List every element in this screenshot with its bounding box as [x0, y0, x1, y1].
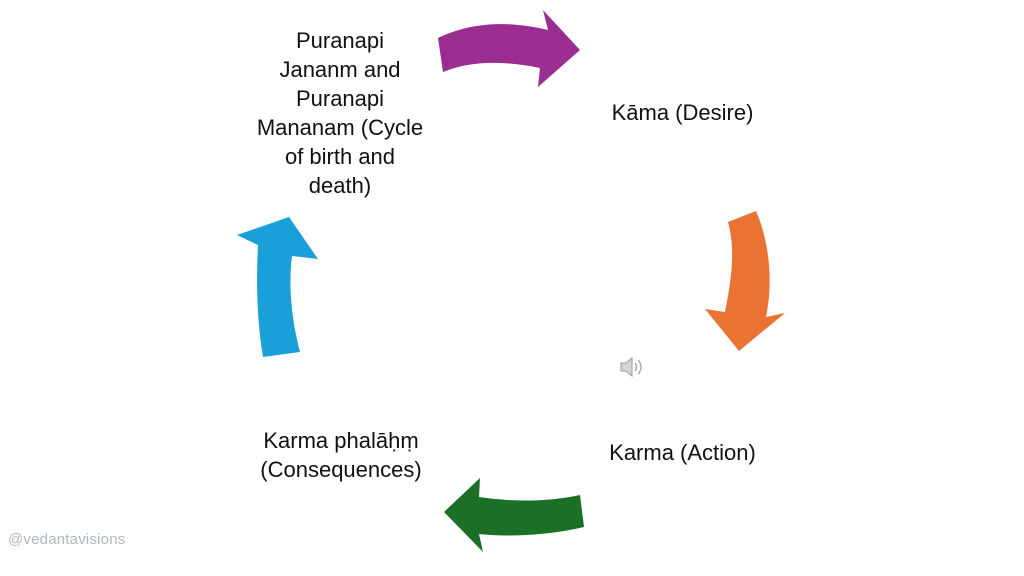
arrow-to-birth-death-cycle — [237, 217, 318, 357]
node-birth-death-cycle: Puranapi Jananm and Puranapi Mananam (Cy… — [256, 28, 424, 198]
node-action: Karma (Action) — [609, 440, 756, 465]
arrow-to-action — [705, 211, 785, 351]
node-consequences: Karma phalāḥṃ (Consequences) — [260, 428, 422, 482]
speaker-icon[interactable] — [617, 354, 645, 380]
watermark-text: @vedantavisions — [8, 531, 126, 548]
arrow-to-desire — [438, 10, 580, 87]
node-desire: Kāma (Desire) — [611, 100, 754, 125]
arrow-to-consequences — [444, 478, 584, 552]
